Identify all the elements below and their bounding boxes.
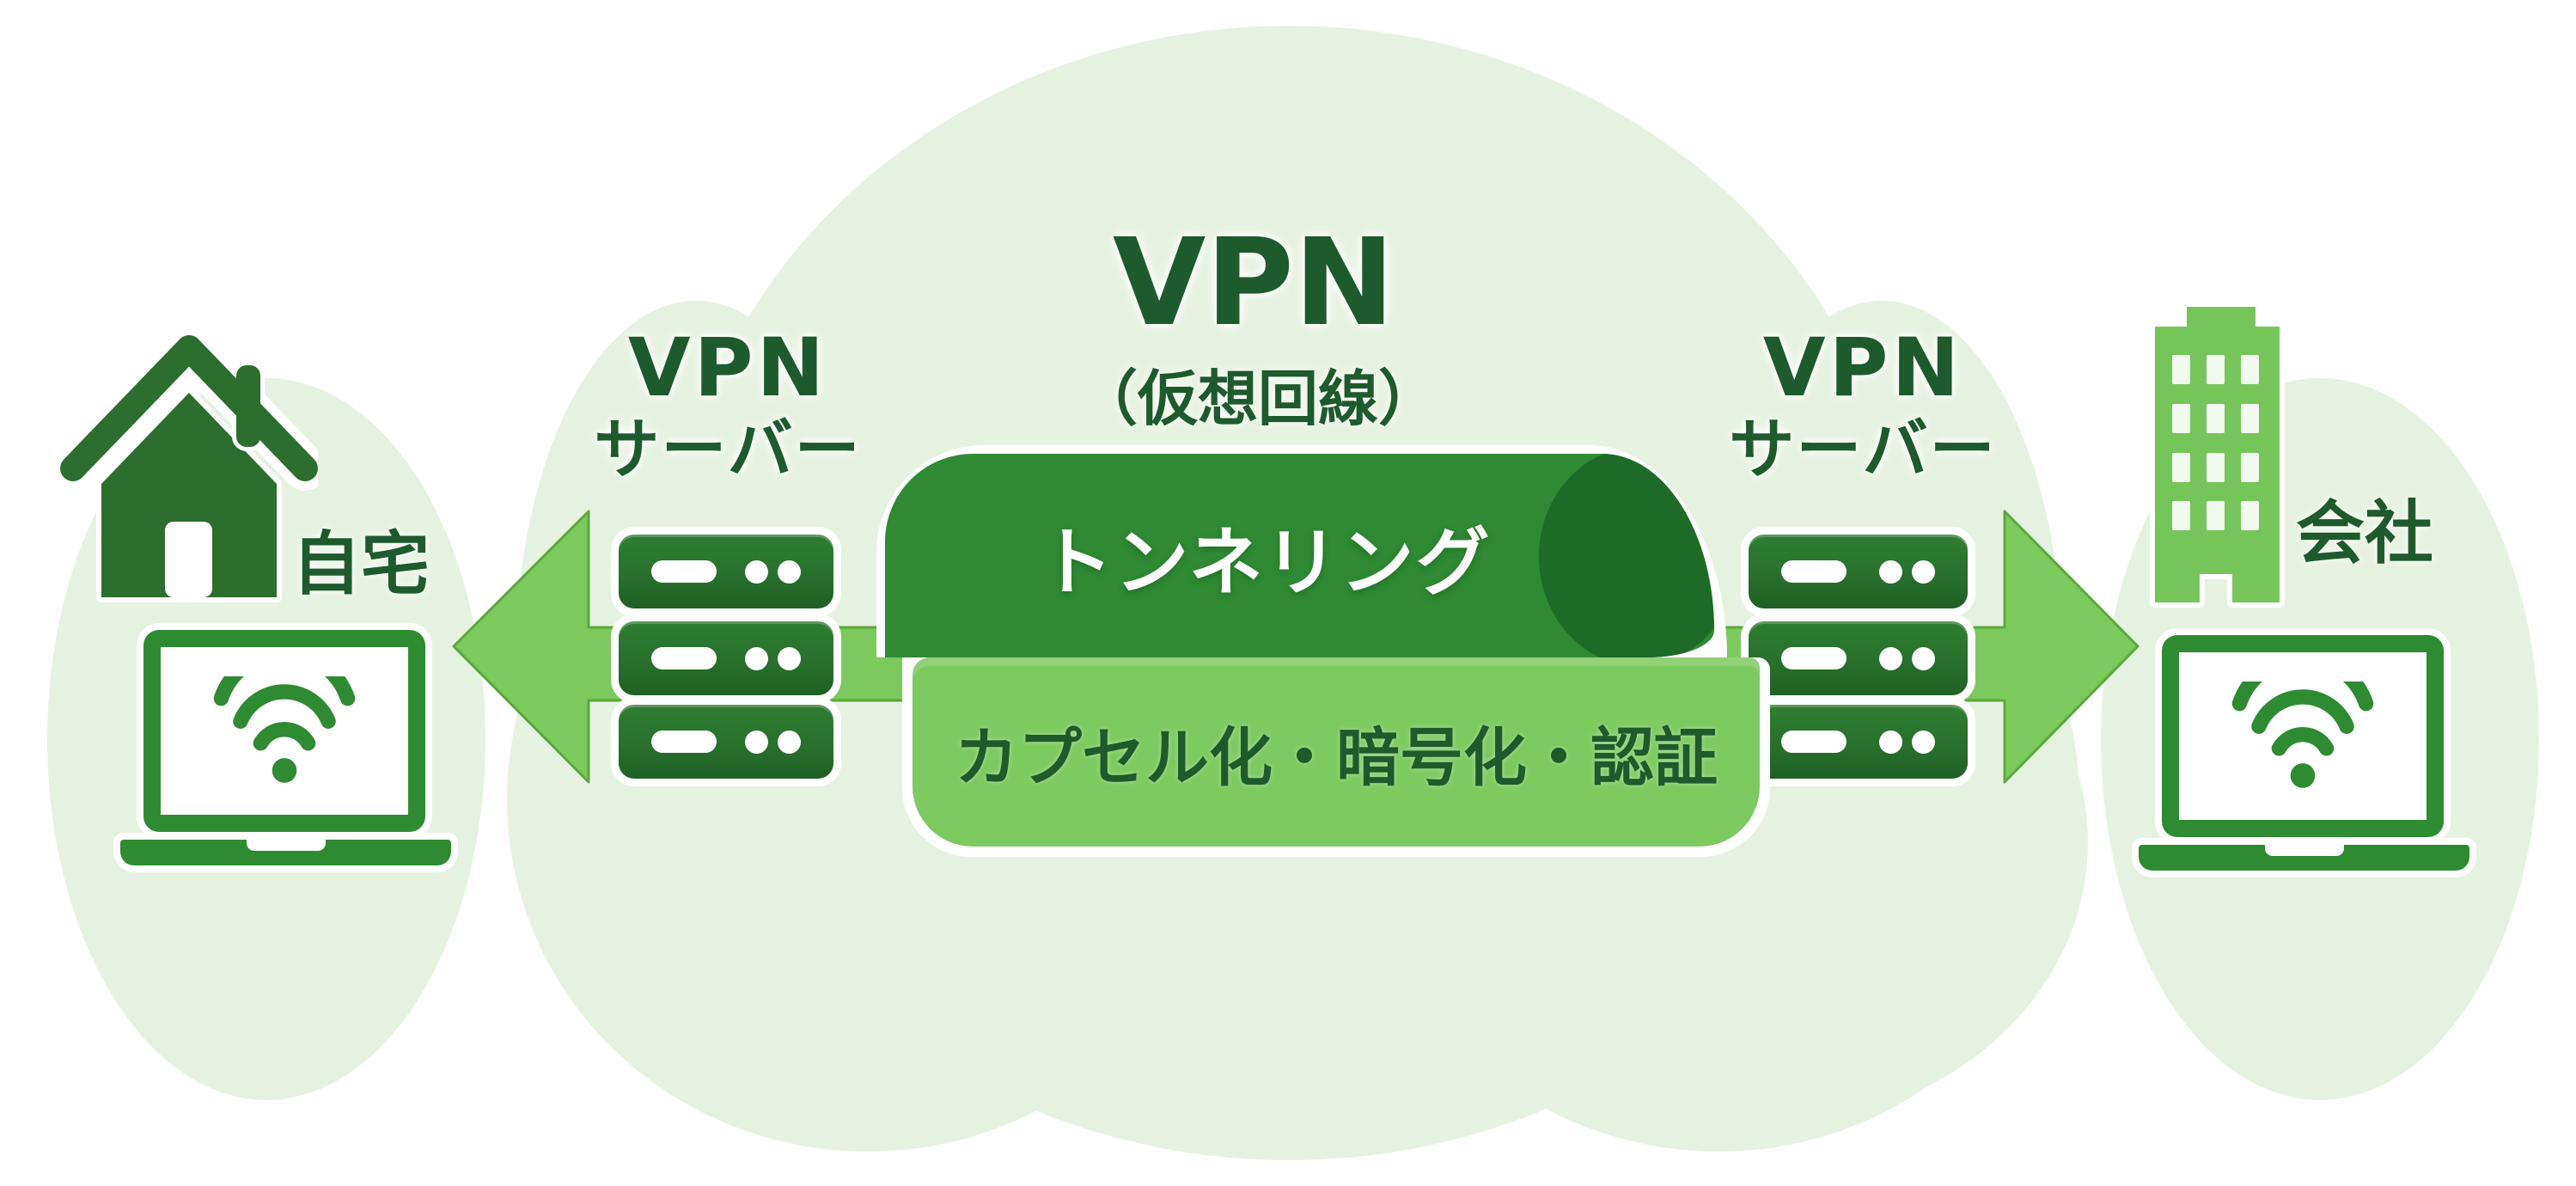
laptop-base [120, 840, 451, 865]
building-windows [2172, 355, 2259, 530]
wifi-icon [2231, 681, 2374, 788]
vpn-server-label-line2: サーバー [594, 410, 862, 487]
server-unit [1749, 535, 1968, 608]
server-led-icon [1879, 647, 1902, 670]
server-led-icon [745, 731, 768, 754]
vpn-server-label-right: VPN サーバー [1605, 321, 2121, 487]
vpn-server-label-line2: サーバー [1729, 410, 1997, 487]
home-label: 自宅 [292, 524, 430, 604]
server-unit [619, 705, 833, 779]
server-slot-icon [651, 731, 717, 753]
page-subtitle: （仮想回線） [1077, 364, 1438, 434]
vpn-server-label-left: VPN サーバー [470, 321, 986, 487]
server-led-icon [1912, 731, 1935, 754]
page-title: VPN [1112, 213, 1395, 353]
vpn-server-label-line1: VPN [1762, 321, 1963, 415]
server-unit [1749, 705, 1968, 779]
tunnel-opening-icon [1539, 454, 1714, 657]
tunnel-label: トンネリング [1039, 520, 1492, 606]
server-slot-icon [1781, 731, 1847, 753]
server-led-icon [778, 647, 801, 670]
tunnel-band: カプセル化・暗号化・認証 [913, 657, 1760, 847]
office-building-icon [2150, 302, 2285, 608]
server-led-icon [1879, 731, 1902, 754]
server-led-icon [1912, 647, 1935, 670]
house-icon [60, 331, 318, 602]
tunnel-icon: トンネリング [885, 454, 1714, 657]
laptop-icon [2162, 635, 2444, 837]
server-unit [619, 535, 833, 608]
server-slot-icon [1781, 647, 1847, 669]
server-unit [619, 621, 833, 695]
company-label: 会社 [2296, 493, 2433, 573]
laptop-icon [143, 630, 425, 832]
laptop-notch [246, 840, 326, 851]
server-led-icon [778, 731, 801, 754]
wifi-icon [213, 676, 356, 783]
server-led-icon [1912, 560, 1935, 584]
server-slot-icon [651, 560, 717, 583]
tunnel-caption: カプセル化・暗号化・認証 [955, 720, 1718, 795]
vpn-server-label-line1: VPN [627, 321, 828, 415]
server-led-icon [745, 647, 768, 670]
server-slot-icon [651, 647, 717, 669]
server-led-icon [778, 560, 801, 584]
server-unit [1749, 621, 1968, 695]
laptop-notch [2264, 845, 2344, 856]
server-led-icon [1879, 560, 1902, 584]
laptop-base [2139, 845, 2469, 871]
server-led-icon [745, 560, 768, 584]
server-slot-icon [1781, 560, 1847, 583]
